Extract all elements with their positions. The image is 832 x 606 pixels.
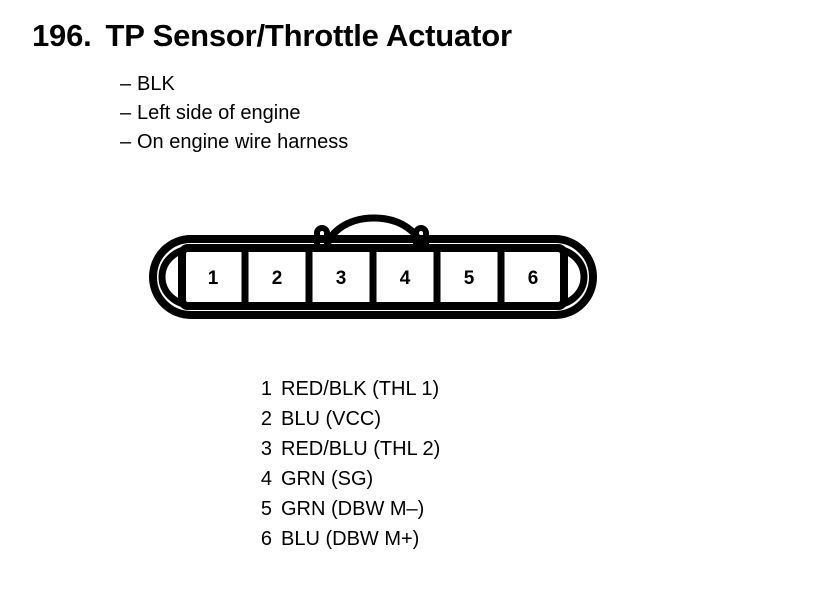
page-title: 196. TP Sensor/Throttle Actuator <box>32 18 792 54</box>
pin-number-3: 3 <box>336 268 347 289</box>
latch-post-right-icon <box>413 225 429 252</box>
legend-pin-description: BLU (VCC) <box>281 408 382 430</box>
page-title-number: 196. <box>32 18 92 53</box>
header-block: 196. TP Sensor/Throttle Actuator <box>32 18 792 54</box>
legend-pin-number: 4 <box>260 468 272 490</box>
pin-number-4: 4 <box>400 268 411 289</box>
legend-row: 3 RED/BLU (THL 2) <box>248 434 668 464</box>
pin-number-5: 5 <box>464 268 475 289</box>
dash-bullet-icon: – <box>120 73 132 95</box>
pin-number-6: 6 <box>528 268 539 289</box>
note-item: – BLK <box>120 70 620 99</box>
legend-pin-description: GRN (SG) <box>281 468 374 490</box>
legend-row: 5 GRN (DBW M–) <box>248 494 668 524</box>
dash-bullet-icon: – <box>120 131 132 153</box>
legend-row: 2 BLU (VCC) <box>248 404 668 434</box>
latch-post-left-icon <box>314 225 330 252</box>
legend-pin-number: 6 <box>260 528 272 550</box>
note-label: On engine wire harness <box>137 131 349 153</box>
note-label: BLK <box>137 73 175 95</box>
page-title-text: TP Sensor/Throttle Actuator <box>105 18 512 53</box>
location-notes-list: – BLK – Left side of engine – On engine … <box>120 70 620 157</box>
note-item: – Left side of engine <box>120 99 620 128</box>
legend-pin-number: 3 <box>260 438 272 460</box>
legend-row: 1 RED/BLK (THL 1) <box>248 374 668 404</box>
legend-row: 6 BLU (DBW M+) <box>248 524 668 554</box>
pin-legend-list: 1 RED/BLK (THL 1) 2 BLU (VCC) 3 RED/BLU … <box>248 374 668 554</box>
legend-pin-description: RED/BLU (THL 2) <box>281 438 441 460</box>
note-item: – On engine wire harness <box>120 128 620 157</box>
connector-illustration: 1 2 3 4 5 6 <box>149 214 597 319</box>
connector-diagram: 1 2 3 4 5 6 <box>148 210 598 325</box>
legend-pin-number: 2 <box>260 408 272 430</box>
pin-number-2: 2 <box>272 268 283 289</box>
legend-pin-number: 5 <box>260 498 272 520</box>
legend-pin-description: RED/BLK (THL 1) <box>281 378 440 400</box>
dash-bullet-icon: – <box>120 102 132 124</box>
legend-row: 4 GRN (SG) <box>248 464 668 494</box>
connector-shell-outline <box>149 235 597 319</box>
pin-number-1: 1 <box>208 268 219 289</box>
legend-pin-description: BLU (DBW M+) <box>281 528 420 550</box>
note-label: Left side of engine <box>137 102 301 124</box>
legend-pin-number: 1 <box>260 378 272 400</box>
legend-pin-description: GRN (DBW M–) <box>281 498 425 520</box>
